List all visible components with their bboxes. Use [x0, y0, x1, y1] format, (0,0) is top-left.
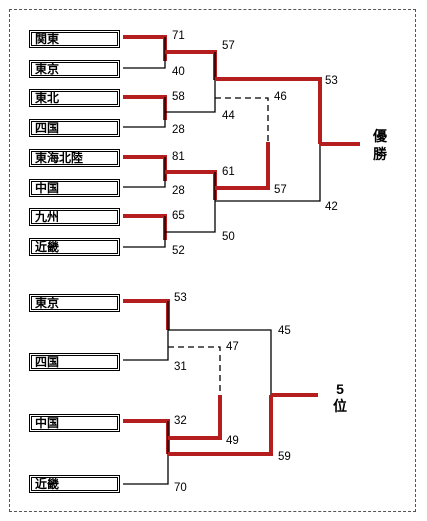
score-label: 65 [172, 210, 185, 222]
score-label: 70 [174, 482, 187, 494]
upper-r2-match-1 [165, 50, 217, 113]
score-label: 49 [226, 435, 239, 447]
score-label: 59 [278, 451, 291, 463]
champion-label-char-1: 優 [373, 128, 387, 144]
score-label: 52 [172, 245, 185, 257]
bracket-frame [9, 9, 416, 512]
team-box: 中国 [29, 179, 120, 197]
score-label: 40 [172, 66, 185, 78]
score-label: 71 [172, 30, 185, 42]
team-box: 東北 [29, 89, 120, 107]
fifth-r2-match [168, 346, 222, 440]
fifth-r1-match-1 [123, 299, 170, 361]
team-box: 東京 [29, 294, 120, 312]
upper-r1-match-4 [123, 214, 167, 248]
score-label: 28 [172, 185, 185, 197]
score-label: 50 [222, 231, 235, 243]
score-label: 57 [274, 184, 287, 196]
score-label: 61 [222, 166, 235, 178]
score-label: 47 [226, 341, 239, 353]
team-box: 近畿 [29, 475, 120, 493]
score-label: 57 [222, 40, 235, 52]
team-box: 東京 [29, 60, 120, 78]
fifth-place-label-char-2: 位 [333, 398, 347, 414]
champion-label-char-2: 勝 [373, 146, 387, 162]
fifth-r1-match-2 [123, 419, 170, 485]
score-label: 58 [172, 91, 185, 103]
upper-r2-match-2 [165, 170, 217, 233]
score-label: 81 [172, 151, 185, 163]
score-label: 53 [325, 75, 338, 87]
score-label: 44 [222, 110, 235, 122]
upper-r1-match-1 [123, 35, 167, 69]
fifth-final [168, 329, 318, 456]
team-box: 中国 [29, 414, 120, 432]
team-box: 東海北陸 [29, 149, 120, 167]
fifth-place-label-char-1: 5 [336, 381, 344, 397]
team-box: 九州 [29, 208, 120, 226]
score-label: 42 [325, 201, 338, 213]
score-label: 45 [278, 325, 291, 337]
upper-r1-match-3 [123, 155, 167, 188]
score-label: 53 [174, 292, 187, 304]
score-label: 31 [174, 361, 187, 373]
score-label: 46 [274, 91, 287, 103]
score-label: 32 [174, 415, 187, 427]
team-box: 関東 [29, 30, 120, 48]
team-box: 四国 [29, 119, 120, 137]
score-label: 28 [172, 124, 185, 136]
team-box: 近畿 [29, 238, 120, 256]
upper-semifinal [215, 97, 270, 190]
upper-r1-match-2 [123, 95, 167, 128]
upper-final [215, 77, 360, 202]
team-box: 四国 [29, 353, 120, 371]
